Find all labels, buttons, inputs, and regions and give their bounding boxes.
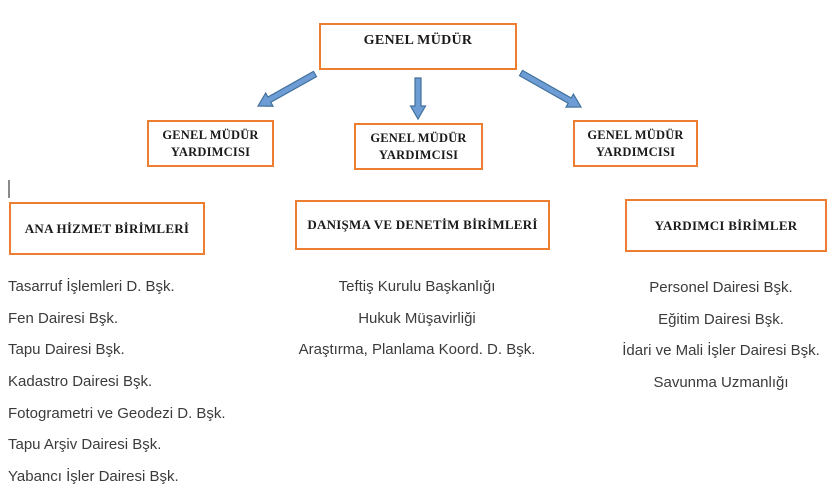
unit-list-item: Kadastro Dairesi Bşk. xyxy=(8,373,153,391)
unit-list-item: Tasarruf İşlemleri D. Bşk. xyxy=(8,278,175,295)
unit-list-item: Fotogrametri ve Geodezi D. Bşk. xyxy=(8,404,226,422)
unit-list-item: Eğitim Dairesi Bşk. xyxy=(658,310,784,328)
connector-arrow-down-left-icon[interactable] xyxy=(256,70,318,107)
section-title: YARDIMCI BİRİMLER xyxy=(654,217,798,233)
unit-list-item: Personel Dairesi Bşk. xyxy=(649,279,793,296)
org-box-yardimci-birimler[interactable]: YARDIMCI BİRİMLER xyxy=(625,199,827,252)
org-box-danisma-denetim-birimleri[interactable]: DANIŞMA VE DENETİM BİRİMLERİ xyxy=(295,200,550,250)
unit-list-item: Araştırma, Planlama Koord. D. Bşk. xyxy=(298,341,536,359)
section-title: DANIŞMA VE DENETİM BİRİMLERİ xyxy=(307,217,538,232)
connector-arrow-down-icon[interactable] xyxy=(409,77,427,121)
org-box-deputy-left[interactable]: GENEL MÜDÜR YARDIMCISI xyxy=(147,120,274,167)
unit-list-item: Yabancı İşler Dairesi Bşk. xyxy=(8,468,179,486)
org-box-label: GENEL MÜDÜR YARDIMCISI xyxy=(587,128,684,159)
unit-list-item: Fen Dairesi Bşk. xyxy=(8,309,119,327)
org-box-ana-hizmet-birimleri[interactable]: ANA HİZMET BİRİMLERİ xyxy=(9,202,205,255)
connector-arrow-down-right-icon[interactable] xyxy=(518,69,583,108)
unit-list-item: Tapu Dairesi Bşk. xyxy=(8,341,125,359)
unit-list-item: Hukuk Müşavirliği xyxy=(358,309,476,327)
org-box-label: GENEL MÜDÜR YARDIMCISI xyxy=(162,128,259,159)
unit-list-item: Tapu Arşiv Dairesi Bşk. xyxy=(8,436,162,454)
org-box-deputy-middle[interactable]: GENEL MÜDÜR YARDIMCISI xyxy=(354,123,483,170)
unit-list-item: Teftiş Kurulu Başkanlığı xyxy=(338,278,496,295)
text-cursor xyxy=(8,180,10,198)
unit-list-item: Savunma Uzmanlığı xyxy=(653,374,789,392)
section-title: ANA HİZMET BİRİMLERİ xyxy=(24,220,190,236)
org-box-label: GENEL MÜDÜR xyxy=(363,33,473,48)
unit-list-ana-hizmet: Tasarruf İşlemleri D. Bşk. Fen Dairesi Bş… xyxy=(8,278,280,488)
org-box-genel-mudur[interactable]: GENEL MÜDÜR xyxy=(319,23,517,70)
unit-list-item: İdari ve Mali İşler Dairesi Bşk. xyxy=(622,342,820,360)
unit-list-yardimci: Personel Dairesi Bşk. Eğitim Dairesi Bşk.… xyxy=(610,279,832,406)
org-box-deputy-right[interactable]: GENEL MÜDÜR YARDIMCISI xyxy=(573,120,698,167)
org-box-label: GENEL MÜDÜR YARDIMCISI xyxy=(370,131,467,162)
